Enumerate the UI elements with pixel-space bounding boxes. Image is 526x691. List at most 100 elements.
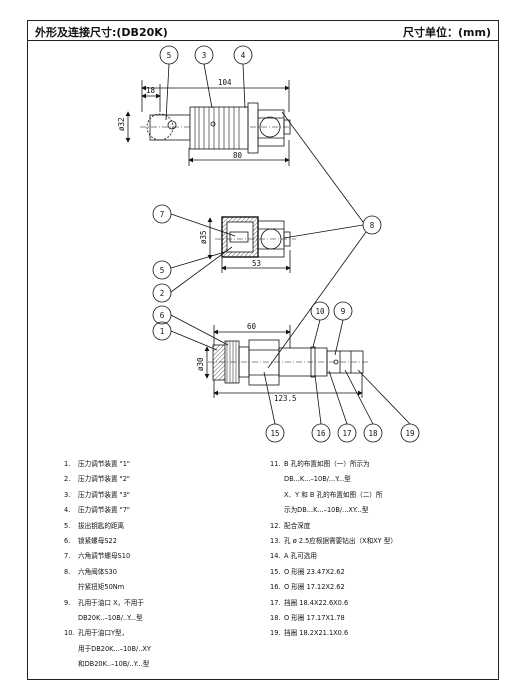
legend-item-number: 13. bbox=[270, 537, 281, 546]
legend-item: DB...K...–10B/...Y...型 bbox=[270, 472, 397, 487]
legend-item-number: 6. bbox=[64, 537, 71, 546]
callout-10: 10 bbox=[315, 307, 325, 316]
dim-18: 18 bbox=[146, 86, 156, 95]
dim-dia35: ø35 bbox=[199, 230, 208, 244]
legend-item-text: 锁紧螺母S22 bbox=[78, 537, 117, 546]
legend-item-number: 10. bbox=[64, 629, 75, 638]
legend-left: 1. 压力调节装置 "1" 2. 压力调节装置 "2" 3. 压力调节装置 "3" 4. 压力… bbox=[64, 457, 151, 673]
legend-item-number: 14. bbox=[270, 552, 281, 561]
legend-item-number: 9. bbox=[64, 598, 71, 607]
dim-123-5: 123.5 bbox=[274, 394, 297, 403]
legend-item-text: DB...K...–10B/...Y...型 bbox=[284, 475, 351, 484]
legend-item: 9. 孔用于油口 X，不用于 bbox=[64, 596, 151, 611]
callout-5: 5 bbox=[160, 266, 165, 275]
legend-item-text: A 孔可选用 bbox=[284, 552, 317, 561]
drawing-frame: 外形及连接尺寸:(DB20K) 尺寸单位：(mm) bbox=[27, 20, 499, 680]
callout-3: 3 bbox=[202, 51, 207, 60]
callout-17: 17 bbox=[342, 429, 351, 438]
legend-item: 拧紧扭矩50Nm bbox=[64, 580, 151, 595]
legend-item-number bbox=[64, 657, 78, 672]
legend-item-number: 19. bbox=[270, 629, 281, 638]
callout-2: 2 bbox=[160, 289, 165, 298]
legend-item-text: 孔用于油口Y型， bbox=[78, 629, 129, 638]
callout-7: 7 bbox=[160, 210, 165, 219]
legend-item: 16.O 形圈 17.12X2.62 bbox=[270, 580, 397, 595]
callout-18: 18 bbox=[368, 429, 378, 438]
callout-8: 8 bbox=[370, 221, 375, 230]
legend-item: 3. 压力调节装置 "3" bbox=[64, 488, 151, 503]
legend-item-number: 8. bbox=[64, 567, 71, 576]
legend-item-text: O 形圈 17.17X1.78 bbox=[284, 614, 345, 623]
legend-item-number bbox=[270, 472, 284, 487]
legend-item: 18.O 形圈 17.17X1.78 bbox=[270, 611, 397, 626]
legend-item: 5. 拔出钥匙的距离 bbox=[64, 519, 151, 534]
legend-item: 1. 压力调节装置 "1" bbox=[64, 457, 151, 472]
legend-item-number bbox=[64, 611, 78, 626]
legend-item: 10.孔用于油口Y型， bbox=[64, 626, 151, 641]
legend-item-text: 配合深度 bbox=[284, 521, 311, 530]
legend-item-number bbox=[270, 488, 284, 503]
view-3 bbox=[152, 301, 420, 443]
legend-item-number bbox=[64, 642, 78, 657]
callout-9: 9 bbox=[341, 307, 346, 316]
legend-item-number: 4. bbox=[64, 506, 71, 515]
callout-5-top: 5 bbox=[167, 51, 172, 60]
legend-item-number: 11. bbox=[270, 460, 281, 468]
legend-item-number bbox=[270, 503, 284, 518]
legend-item: 14.A 孔可选用 bbox=[270, 549, 397, 564]
legend-item-number: 18. bbox=[270, 614, 281, 623]
legend-item: 17.挡圈 18.4X22.6X0.6 bbox=[270, 596, 397, 611]
legend-item-text: 压力调节装置 "1" bbox=[78, 460, 130, 468]
legend-item: 11.B 孔的布置如图（一）所示为 bbox=[270, 457, 397, 472]
legend-item-text: 和DB20K..–10B/..Y...型 bbox=[78, 660, 150, 669]
legend-item-number: 12. bbox=[270, 521, 281, 530]
legend-item-number: 3. bbox=[64, 490, 71, 499]
view-1 bbox=[125, 45, 291, 166]
legend-item-text: 压力调节装置 "7" bbox=[78, 506, 130, 515]
legend-item-text: 拔出钥匙的距离 bbox=[78, 521, 125, 530]
legend-item: 7. 六角调节螺母S10 bbox=[64, 549, 151, 564]
legend-item-text: 压力调节装置 "2" bbox=[78, 475, 130, 484]
legend-item-number: 5. bbox=[64, 521, 71, 530]
legend-item: 13.孔 ø 2.5应根据需要钻出（X和XY 型） bbox=[270, 534, 397, 549]
dim-60: 60 bbox=[247, 322, 257, 331]
legend-item-text: 挡圈 18.2X21.1X0.6 bbox=[284, 629, 349, 638]
legend-item-number: 2. bbox=[64, 475, 71, 484]
legend-item: 和DB20K..–10B/..Y...型 bbox=[64, 657, 151, 672]
legend-item: 4. 压力调节装置 "7" bbox=[64, 503, 151, 518]
callout-19: 19 bbox=[405, 429, 414, 438]
legend-item-number: 17. bbox=[270, 598, 281, 607]
callout-1: 1 bbox=[160, 327, 165, 336]
dim-dia32: ø32 bbox=[117, 117, 126, 131]
legend-item-number: 1. bbox=[64, 460, 71, 468]
legend-item-text: B 孔的布置如图（一）所示为 bbox=[284, 460, 370, 468]
legend-item: 15.O 形圈 23.47X2.62 bbox=[270, 565, 397, 580]
legend-item-text: O 形圈 23.47X2.62 bbox=[284, 567, 345, 576]
callout-15: 15 bbox=[270, 429, 279, 438]
legend-item-number: 16. bbox=[270, 583, 281, 592]
legend-item: 8.六角阀体S30 bbox=[64, 565, 151, 580]
legend-item: X、Y 和 B 孔的布置如图（二）所 bbox=[270, 488, 397, 503]
legend-right: 11.B 孔的布置如图（一）所示为 DB...K...–10B/...Y...型 X… bbox=[270, 457, 397, 642]
unit-label: 尺寸单位：(mm) bbox=[403, 26, 491, 39]
legend-item-text: 用于DB20K...–10B/..XY bbox=[78, 644, 151, 653]
legend-item-text: 孔 ø 2.5应根据需要钻出（X和XY 型） bbox=[284, 537, 397, 546]
callout-6: 6 bbox=[160, 311, 165, 320]
legend-item: DB20K..–10B/..Y...型 bbox=[64, 611, 151, 626]
dim-104: 104 bbox=[218, 78, 232, 87]
legend-item-text: 压力调节装置 "3" bbox=[78, 490, 130, 499]
legend-item: 用于DB20K...–10B/..XY bbox=[64, 642, 151, 657]
legend-item: 19.挡圈 18.2X21.1X0.6 bbox=[270, 626, 397, 641]
legend-item-number: 7. bbox=[64, 552, 71, 561]
dim-80: 80 bbox=[233, 151, 243, 160]
legend-item-text: 六角调节螺母S10 bbox=[78, 552, 131, 561]
callout-16: 16 bbox=[316, 429, 326, 438]
dim-53: 53 bbox=[252, 259, 261, 268]
legend-item-text: 拧紧扭矩50Nm bbox=[78, 583, 125, 592]
legend-item-text: 孔用于油口 X，不用于 bbox=[78, 598, 144, 607]
legend-item: 示为DB...K...–10B/...XY...型 bbox=[270, 503, 397, 518]
legend-item-text: DB20K..–10B/..Y...型 bbox=[78, 614, 143, 623]
legend-item: 6. 锁紧螺母S22 bbox=[64, 534, 151, 549]
legend-item-text: O 形圈 17.12X2.62 bbox=[284, 583, 345, 592]
